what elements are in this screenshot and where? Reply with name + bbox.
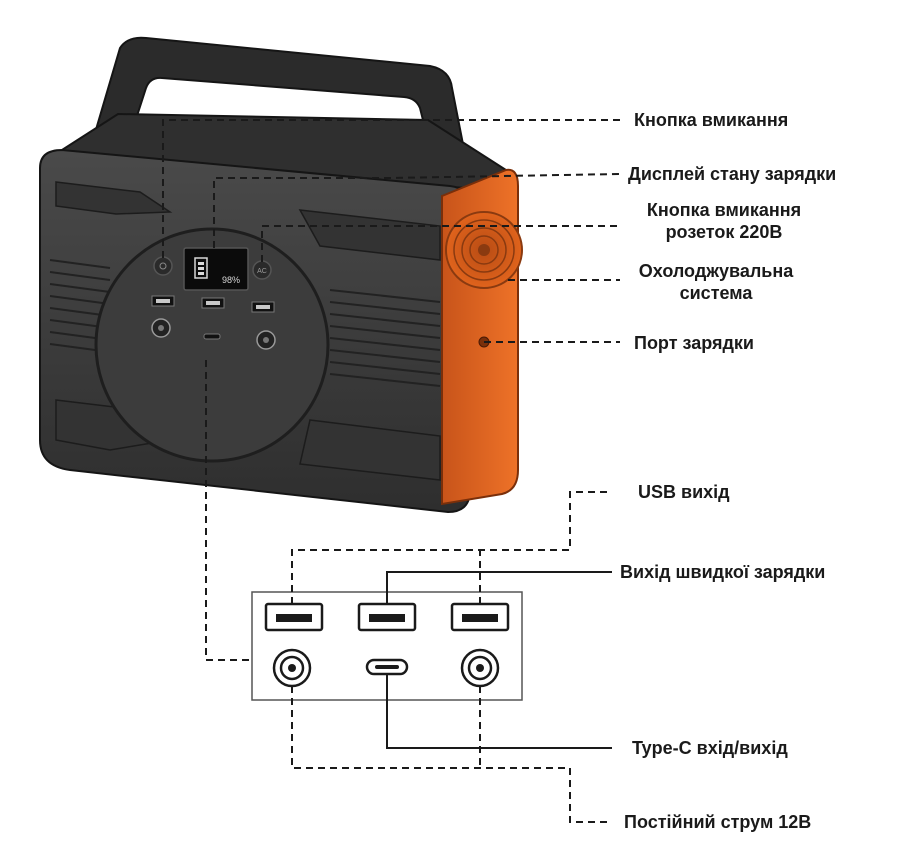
label-ac-button: Кнопка вмикання розеток 220В [624,199,824,243]
right-rib-panel [329,289,441,387]
callout-lines [162,119,621,661]
label-cooling-line1: Охолоджувальна [638,261,794,281]
cooling-fan [445,211,523,289]
label-ac-button-line2: розеток 220В [665,222,783,242]
power-button-callout [162,119,620,258]
label-dc-12v: Постійний струм 12В [624,812,812,832]
inset-typec-port [365,658,409,676]
device-dc-ports [151,318,276,350]
device-usb-ports [151,295,275,313]
device-power-button[interactable] [153,256,173,276]
label-typec-io: Type-C вхід/вихід [632,738,788,758]
label-charge-display: Дисплей стану зарядки [628,164,837,184]
power-station-device: AC 98% [39,36,523,514]
front-control-panel [94,227,330,463]
device-ac-button[interactable]: AC [252,260,272,280]
charge-display-screen: 98% [183,247,249,291]
label-usb-out: USB вихід [638,482,730,502]
label-cooling-line2: система [679,283,753,303]
inset-usb-port-middle [357,602,417,632]
right-lower-bumper [299,419,441,481]
display-percent: 98% [222,275,240,285]
svg-text:AC: AC [257,268,267,275]
label-cooling-system: Охолоджувальна система [616,260,816,304]
display-callout [213,173,621,248]
inset-dc-port-right [460,648,500,688]
fast-charge-callout-line [386,571,612,604]
label-ac-button-line1: Кнопка вмикання [646,200,802,220]
label-charging-port: Порт зарядки [634,333,754,353]
inset-usb-port-right [450,602,510,632]
inset-usb-port-left [264,602,324,632]
dc-link-callout [205,360,252,661]
usb-callout-lines [291,491,612,604]
label-fast-charge-out: Вихід швидкої зарядки [620,562,826,582]
right-upper-bumper [298,209,441,261]
upper-bumper [55,181,173,215]
dc-callout-lines [291,686,612,823]
label-power-button: Кнопка вмикання [634,110,789,130]
battery-icon [194,257,208,279]
typec-callout-line [386,674,612,749]
ac-button-callout [261,225,620,262]
inset-dc-port-left [272,648,312,688]
